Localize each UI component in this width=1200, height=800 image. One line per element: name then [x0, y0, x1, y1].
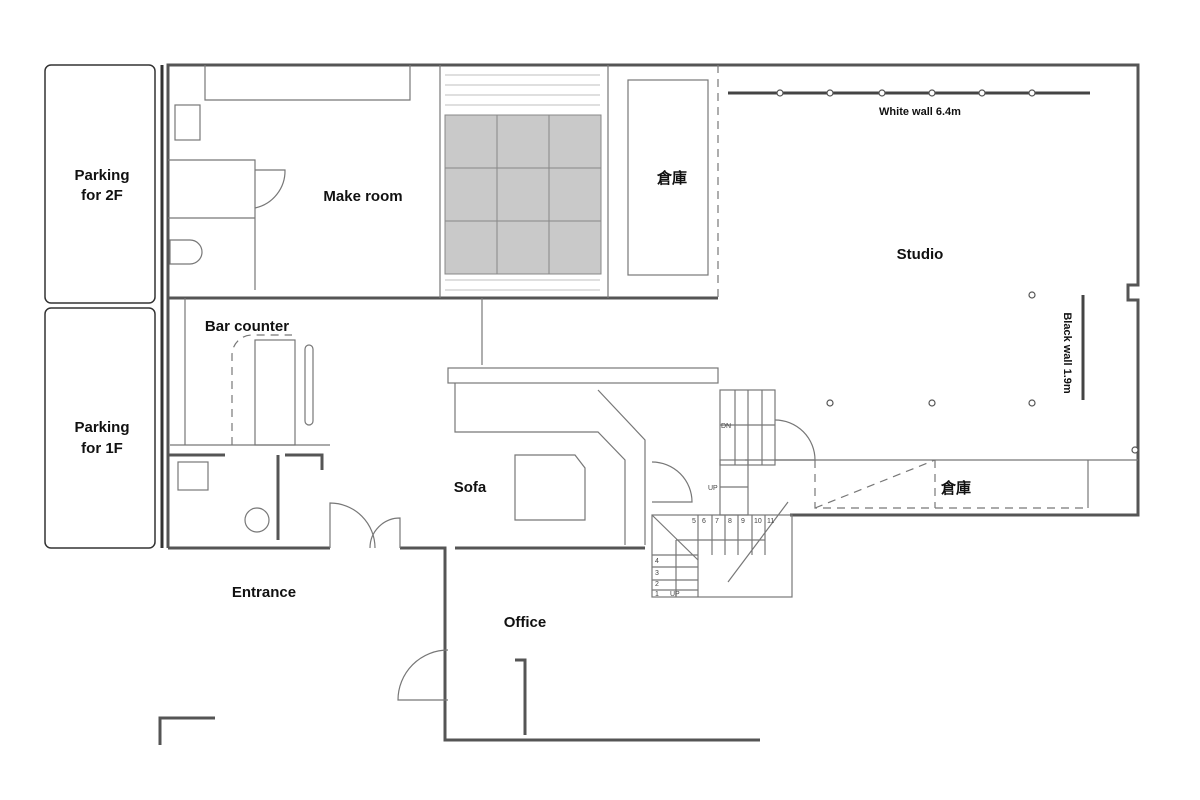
- office-door-swing: [397, 649, 449, 701]
- entrance-label: Entrance: [232, 584, 296, 601]
- stair-door-swing: [651, 461, 693, 503]
- step-number: 3: [655, 570, 659, 577]
- upper-partitions: [168, 65, 719, 300]
- step-number: 2: [655, 581, 659, 588]
- storage-shelf: [627, 79, 709, 276]
- stair-dn-label: DN: [721, 423, 731, 430]
- step-number: 9: [741, 518, 745, 525]
- parking-1f-label-2: for 1F: [81, 440, 123, 457]
- step-number: 10: [754, 518, 762, 525]
- stair-up-label-2: UP: [670, 591, 680, 598]
- studio-label: Studio: [897, 246, 944, 263]
- step-number: 8: [728, 518, 732, 525]
- bar-counter-label: Bar counter: [205, 318, 289, 335]
- black-wall-label: Black wall 1.9m: [1061, 312, 1073, 394]
- studio-area: [728, 89, 1139, 509]
- parking-2f: Parking for 2F: [44, 64, 156, 304]
- step-number: 5: [692, 518, 696, 525]
- entrance-door-swing: [329, 502, 376, 549]
- step-number: 11: [767, 518, 774, 525]
- parking-1f-label: Parking: [74, 419, 129, 436]
- sofa-label: Sofa: [454, 479, 487, 496]
- exterior-walls: [158, 63, 1140, 745]
- parking-2f-label: Parking: [74, 167, 129, 184]
- office-label: Office: [504, 614, 547, 631]
- step-number: 1: [655, 591, 659, 598]
- step-number: 7: [715, 518, 719, 525]
- toilet-icon-2: [177, 461, 209, 491]
- parking-1f: Parking for 1F: [44, 307, 156, 549]
- step-number: 4: [655, 558, 659, 565]
- tatami-area: [444, 74, 602, 291]
- make-room-label: Make room: [323, 188, 402, 205]
- toilet-icon: [169, 239, 203, 265]
- staircase: DN UP UP 1 2 3 4 5 6 7 8 9 10 11: [651, 389, 793, 598]
- stair-up-label: UP: [708, 485, 718, 492]
- storage-upper-label: 倉庫: [656, 169, 687, 187]
- step-number: 6: [702, 518, 706, 525]
- parking-2f-label-2: for 2F: [81, 187, 123, 204]
- lower-partitions: [168, 298, 816, 701]
- sink-icon: [244, 507, 270, 533]
- white-wall-label: White wall 6.4m: [879, 106, 961, 118]
- door-swing-icon: [254, 169, 286, 209]
- storage-lower-label: 倉庫: [940, 479, 971, 497]
